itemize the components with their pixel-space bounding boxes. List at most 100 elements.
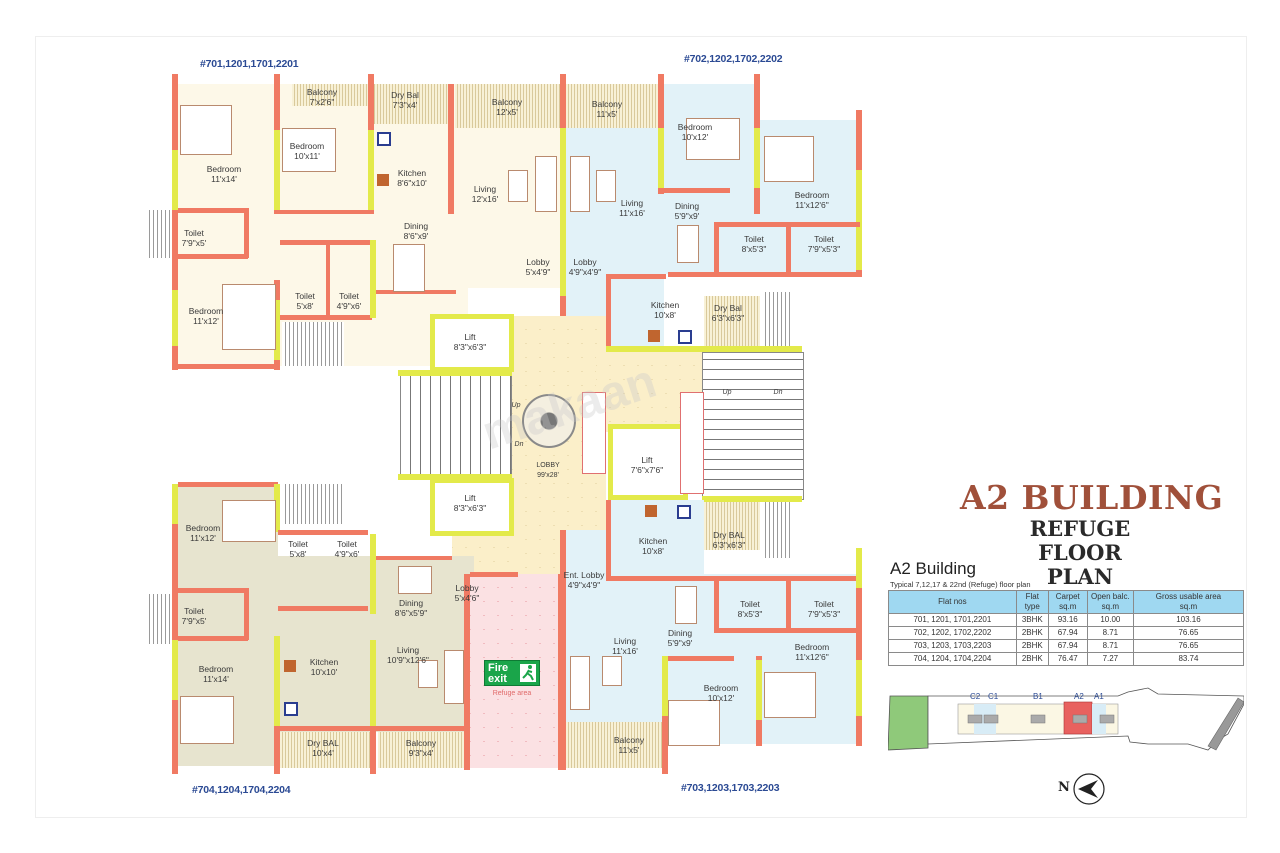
bed	[686, 118, 740, 160]
sink-icon	[678, 330, 692, 344]
cell: 701, 1201, 1701,2201	[888, 613, 1017, 627]
bed	[282, 128, 336, 172]
balcony-701-large	[455, 84, 560, 128]
cell: 3BHK	[1015, 613, 1049, 627]
lift-2	[430, 478, 514, 536]
bed	[222, 284, 276, 350]
cell: 8.71	[1086, 639, 1134, 653]
key-plan-label-a1: A1	[1094, 692, 1104, 701]
coffee-table	[508, 170, 528, 202]
key-plan-label-c2: C2	[970, 692, 981, 701]
flat-label-704: #704,1204,1704,2204	[192, 784, 291, 796]
shaft	[582, 392, 606, 474]
cell: 76.65	[1132, 639, 1245, 653]
table-heading: A2 Building	[890, 559, 977, 578]
stair-up-label: Up	[722, 389, 732, 396]
running-man-icon	[520, 664, 536, 682]
cell: 2BHK	[1015, 652, 1049, 666]
bed	[668, 700, 720, 746]
refuge-area-label: Refuge area	[492, 690, 532, 697]
duct-701	[282, 322, 344, 366]
cell: 2BHK	[1015, 626, 1049, 640]
stove-icon	[645, 505, 657, 517]
north-arrow-icon	[1073, 773, 1105, 805]
balcony-701-small	[292, 84, 370, 106]
cell: 702, 1202, 1702,2202	[888, 626, 1017, 640]
fire-exit-sign: Fire exit	[484, 660, 540, 686]
duct-703	[762, 502, 792, 558]
stove-icon	[648, 330, 660, 342]
flat-label-701: #701,1201,1701,2201	[200, 58, 299, 70]
coffee-table	[596, 170, 616, 202]
key-plan-label-c1: C1	[988, 692, 999, 701]
key-plan: C2 C1 B1 A2 A1	[887, 684, 1245, 752]
cell: 704, 1204, 1704,2204	[888, 652, 1017, 666]
bed	[764, 136, 814, 182]
balcony-702	[566, 84, 664, 128]
sink-icon	[284, 702, 298, 716]
dry-balcony-701	[372, 84, 450, 124]
cell: 93.16	[1047, 613, 1088, 627]
bed	[180, 105, 232, 155]
col-flat-nos: Flat nos	[888, 590, 1017, 614]
sofa	[570, 656, 590, 710]
drawing-frame	[35, 36, 1247, 818]
north-label: N	[1058, 780, 1070, 795]
coffee-table	[602, 656, 622, 686]
key-plan-label-b1: B1	[1033, 692, 1043, 701]
dining-table	[675, 586, 697, 624]
key-plan-label-a2: A2	[1074, 692, 1084, 701]
lift-3	[608, 424, 688, 500]
duct-704	[282, 484, 342, 524]
shaft	[680, 392, 704, 494]
bed	[222, 500, 276, 542]
flat-label-702: #702,1202,1702,2202	[684, 53, 783, 65]
cell: 83.74	[1132, 652, 1245, 666]
flat-704-area-main	[278, 556, 474, 732]
staircase-west	[400, 374, 512, 478]
plan-subtitle: REFUGE FLOOR PLAN	[1005, 517, 1155, 589]
bed	[180, 696, 234, 744]
lobby-floor-medallion	[522, 394, 576, 448]
duct-704-left	[146, 594, 176, 644]
cell: 8.71	[1086, 626, 1134, 640]
cell: 103.16	[1132, 613, 1245, 627]
cell: 2BHK	[1015, 639, 1049, 653]
dry-balcony-703	[704, 502, 760, 550]
balcony-704	[378, 732, 470, 768]
cell: 76.47	[1047, 652, 1088, 666]
sofa	[444, 650, 464, 704]
table-subheading: Typical 7,12,17 & 22nd (Refuge) floor pl…	[890, 580, 1031, 589]
